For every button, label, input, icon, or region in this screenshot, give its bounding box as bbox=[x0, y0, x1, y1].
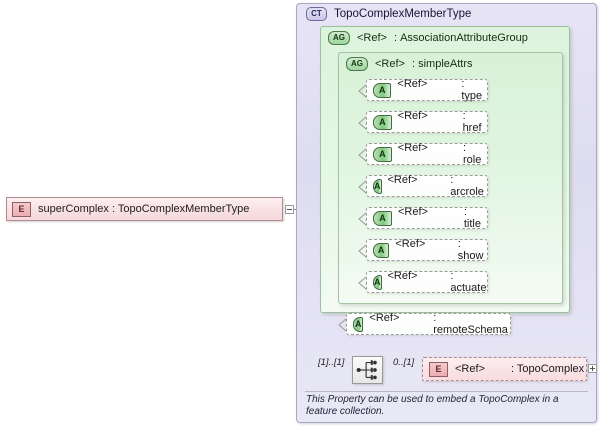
attribute-row-arcrole[interactable]: A <Ref>: arcrole bbox=[358, 174, 488, 198]
attribute-connector-tab-icon bbox=[358, 276, 367, 290]
attribute-badge-icon: A bbox=[373, 114, 392, 130]
attribute-badge-icon: A bbox=[373, 210, 392, 226]
annotation-text: This Property can be used to embed a Top… bbox=[306, 394, 559, 417]
attribute-badge-icon: A bbox=[373, 274, 382, 290]
complextype-badge-icon: CT bbox=[306, 7, 327, 21]
sequence-glyph-icon bbox=[356, 360, 377, 380]
cardinality-right: 0..[1] bbox=[393, 357, 415, 368]
attribute-group-ref: <Ref> bbox=[375, 58, 405, 70]
attribute-label: <Ref>: href bbox=[397, 110, 482, 134]
attribute-group-associationattributegroup-header[interactable]: AG <Ref> : AssociationAttributeGroup bbox=[328, 31, 528, 45]
attribute-label: <Ref>: title bbox=[397, 206, 481, 230]
attribute-group-badge-icon: AG bbox=[328, 31, 350, 45]
attribute-connector-tab-icon bbox=[358, 148, 367, 162]
element-badge-icon: E bbox=[12, 201, 31, 217]
attribute-group-name: : AssociationAttributeGroup bbox=[393, 32, 528, 44]
expand-toggle-icon[interactable] bbox=[588, 364, 597, 373]
attribute-group-simpleattrs-header[interactable]: AG <Ref> : simpleAttrs bbox=[346, 57, 473, 71]
attribute-label: <Ref>: role bbox=[397, 142, 482, 166]
attribute-connector-tab-icon bbox=[358, 244, 367, 258]
complextype-header: CT TopoComplexMemberType bbox=[306, 7, 471, 21]
attribute-row-href[interactable]: A <Ref>: href bbox=[358, 110, 488, 134]
attribute-badge-icon: A bbox=[373, 178, 382, 194]
attribute-label: <Ref>: actuate bbox=[387, 270, 487, 294]
attribute-badge-icon: A bbox=[373, 82, 392, 98]
attribute-row-show[interactable]: A <Ref>: show bbox=[358, 238, 488, 262]
attribute-group-badge-icon: AG bbox=[346, 57, 368, 71]
attribute-badge-icon: A bbox=[373, 242, 390, 258]
attribute-connector-tab-icon bbox=[358, 212, 367, 226]
annotation-divider bbox=[305, 391, 588, 392]
element-badge-icon: E bbox=[429, 361, 448, 377]
attribute-connector-tab-icon bbox=[358, 84, 367, 98]
attribute-row-title[interactable]: A <Ref>: title bbox=[358, 206, 488, 230]
attribute-connector-tab-icon bbox=[338, 318, 347, 332]
attribute-label: <Ref>: type bbox=[397, 78, 483, 102]
attribute-group-ref: <Ref> bbox=[357, 32, 387, 44]
attribute-badge-icon: A bbox=[373, 146, 392, 162]
complextype-title: TopoComplexMemberType bbox=[334, 8, 472, 20]
attribute-connector-tab-icon bbox=[358, 116, 367, 130]
attribute-row-role[interactable]: A <Ref>: role bbox=[358, 142, 488, 166]
attribute-label: <Ref>: arcrole bbox=[387, 174, 484, 198]
element-label: superComplex : TopoComplexMemberType bbox=[38, 203, 250, 215]
element-topocomplex[interactable]: E <Ref>: TopoComplex bbox=[422, 357, 587, 381]
element-label: <Ref>: TopoComplex bbox=[455, 363, 585, 375]
attribute-row-remoteschema[interactable]: A <Ref>: remoteSchema bbox=[338, 312, 511, 336]
collapse-toggle-icon[interactable] bbox=[285, 205, 294, 214]
attribute-row-type[interactable]: A <Ref>: type bbox=[358, 78, 488, 102]
cardinality-left: [1]..[1] bbox=[318, 357, 345, 368]
attribute-badge-icon: A bbox=[353, 316, 364, 332]
attribute-label: <Ref>: remoteSchema bbox=[369, 312, 508, 336]
attribute-row-actuate[interactable]: A <Ref>: actuate bbox=[358, 270, 488, 294]
attribute-group-name: : simpleAttrs bbox=[411, 58, 473, 70]
element-supercomplex[interactable]: E superComplex : TopoComplexMemberType bbox=[6, 197, 283, 221]
sequence-icon[interactable] bbox=[352, 356, 383, 384]
attribute-connector-tab-icon bbox=[358, 180, 367, 194]
attribute-label: <Ref>: show bbox=[395, 238, 484, 262]
